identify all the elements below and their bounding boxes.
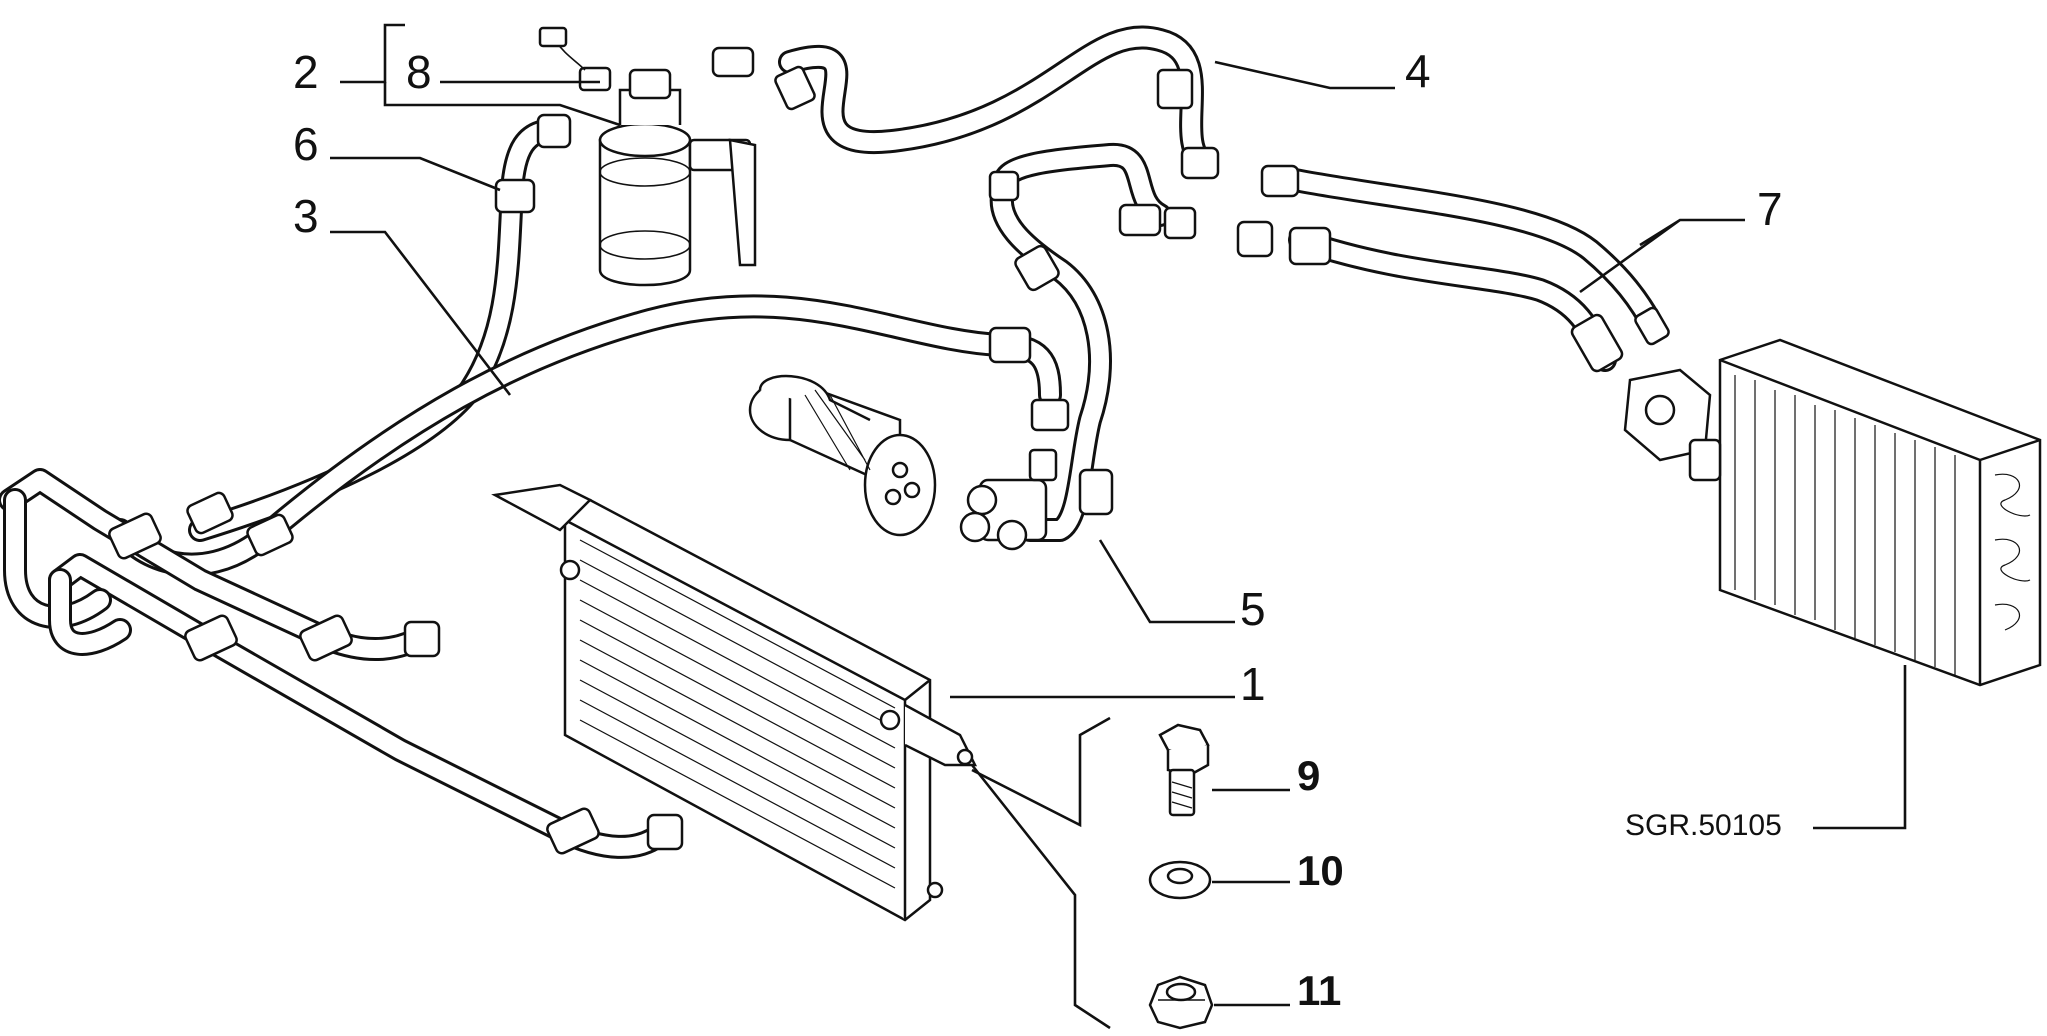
condenser [491,483,978,922]
callout-3: 3 [293,190,319,242]
callout-5: 5 [1240,583,1266,635]
hose-2-lower [0,468,684,859]
hose-4 [711,25,1220,180]
callout-10: 10 [1297,847,1344,894]
callout-6: 6 [293,118,319,170]
hoses-7 [1236,164,1670,373]
compressor [748,374,937,537]
callout-4: 4 [1405,45,1431,97]
washer [1148,860,1212,900]
nut [1148,975,1214,1030]
hose-5 [959,142,1197,551]
callout-7: 7 [1757,183,1783,235]
bolt [1158,723,1210,817]
callouts: 2 8 6 3 4 7 5 1 9 10 11 SGR.50105 [293,45,1783,1014]
hose-3 [108,294,1070,577]
callout-2: 2 [293,46,319,98]
callout-8: 8 [406,46,432,98]
hose-6 [186,113,572,542]
evaporator [1623,338,2042,687]
reference-code: SGR.50105 [1625,809,1782,842]
callout-1: 1 [1240,658,1266,710]
callout-11: 11 [1297,967,1341,1014]
leader-lines [330,23,1907,1030]
callout-9: 9 [1297,752,1320,799]
receiver-drier [538,26,757,287]
